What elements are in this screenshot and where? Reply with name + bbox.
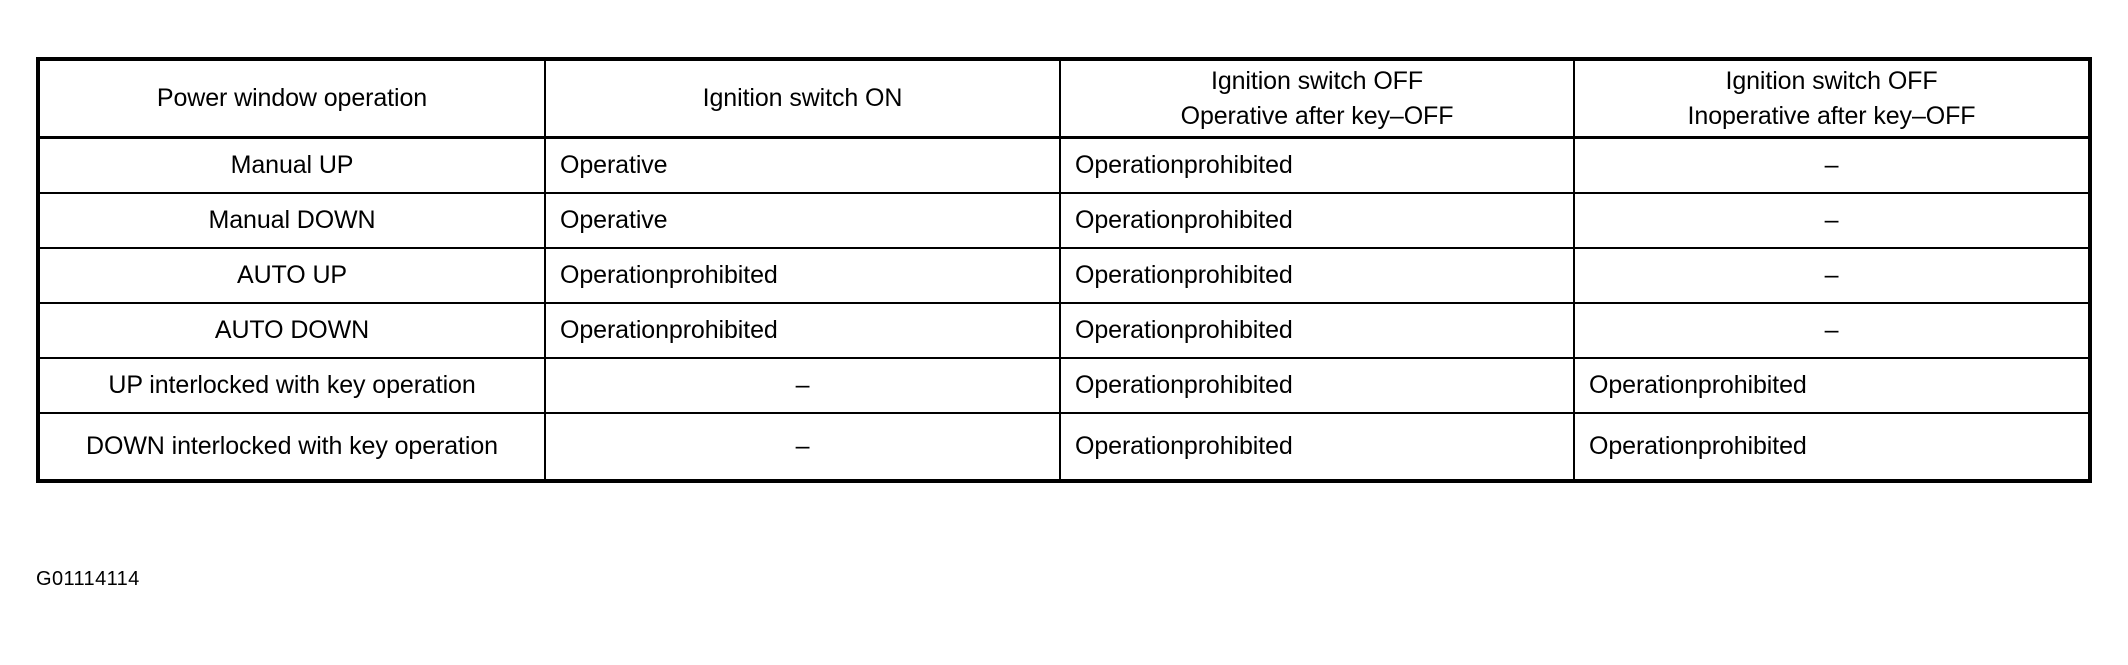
column-header-ign_off_operative: Ignition switch OFF Operative after key–O… [1059, 58, 1575, 139]
column-header-ign_on: Ignition switch ON [544, 58, 1061, 139]
column-header-line: Inoperative after key–OFF [1687, 101, 1976, 130]
row-label-cell: Manual DOWN [37, 191, 546, 249]
column-header-line: Ignition switch OFF [1210, 67, 1424, 95]
cell-ign_on: Operative [544, 136, 1061, 194]
column-header-line: Ignition switch OFF [1725, 67, 1938, 95]
column-header-operation: Power window operation [37, 58, 546, 139]
row-label-cell: Manual UP [37, 136, 546, 194]
cell-ign_off_inoperative: Operationprohibited [1573, 356, 2091, 414]
cell-ign_off_operative: Operationprohibited [1059, 246, 1575, 304]
column-header-line: Power window operation [156, 84, 428, 113]
row-label-cell: AUTO UP [37, 246, 546, 304]
cell-ign_on: Operationprohibited [544, 246, 1061, 304]
cell-not-applicable: – [544, 356, 1061, 414]
cell-ign_off_inoperative: Operationprohibited [1573, 411, 2091, 482]
row-label-cell: AUTO DOWN [37, 301, 546, 359]
power-window-operation-table: Power window operation Ignition switch ON… [36, 57, 2092, 483]
cell-ign_off_operative: Operationprohibited [1059, 191, 1575, 249]
column-header-line: Ignition switch ON [702, 84, 903, 113]
cell-ign_off_operative: Operationprohibited [1059, 136, 1575, 194]
cell-not-applicable: – [1573, 246, 2091, 304]
figure-caption: G01114114 [36, 568, 140, 590]
cell-ign_on: Operative [544, 191, 1061, 249]
cell-not-applicable: – [1573, 301, 2091, 359]
table-header: Power window operation Ignition switch ON… [37, 58, 2091, 139]
table-header-row: Power window operation Ignition switch ON… [37, 58, 2091, 139]
cell-not-applicable: – [1573, 191, 2091, 249]
column-header-ign_off_inoperative: Ignition switch OFF Inoperative after key… [1573, 58, 2091, 139]
table-row: DOWN interlocked with key operation–Oper… [37, 411, 2091, 482]
cell-ign_off_operative: Operationprohibited [1059, 356, 1575, 414]
cell-ign_off_operative: Operationprohibited [1059, 301, 1575, 359]
row-label-cell: UP interlocked with key operation [37, 356, 546, 414]
cell-not-applicable: – [544, 411, 1061, 482]
column-header-line: Operative after key–OFF [1180, 101, 1454, 130]
cell-ign_on: Operationprohibited [544, 301, 1061, 359]
power-window-operation-table-container: Power window operation Ignition switch ON… [36, 57, 2092, 483]
cell-not-applicable: – [1573, 136, 2091, 194]
table-row: UP interlocked with key operation–Operat… [37, 356, 2091, 414]
cell-ign_off_operative: Operationprohibited [1059, 411, 1575, 482]
row-label-cell: DOWN interlocked with key operation [37, 411, 546, 482]
